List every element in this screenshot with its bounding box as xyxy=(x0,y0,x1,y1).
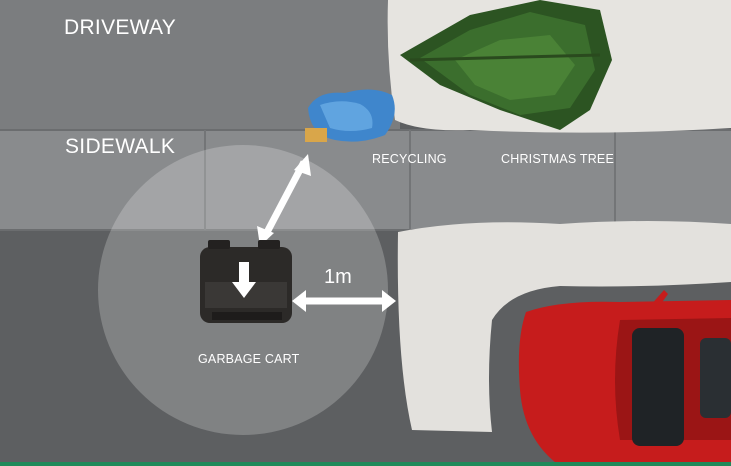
curb-distance-arrow xyxy=(292,290,396,312)
recycling-bag-icon xyxy=(305,89,395,142)
christmas-tree-icon xyxy=(400,0,612,130)
driveway-label: DRIVEWAY xyxy=(64,16,177,39)
car-icon xyxy=(518,290,731,466)
garbage-cart-label: GARBAGE CART xyxy=(198,352,300,366)
recycling-label: RECYCLING xyxy=(372,152,447,166)
snow-bank-bottom xyxy=(397,221,731,432)
garbage-cart-icon xyxy=(200,240,292,323)
distance-label: 1m xyxy=(324,266,352,288)
sidewalk-area xyxy=(0,130,731,230)
sidewalk-label: SIDEWALK xyxy=(65,135,176,158)
christmas-tree-label: CHRISTMAS TREE xyxy=(501,152,614,166)
bottom-stripe xyxy=(0,462,731,466)
